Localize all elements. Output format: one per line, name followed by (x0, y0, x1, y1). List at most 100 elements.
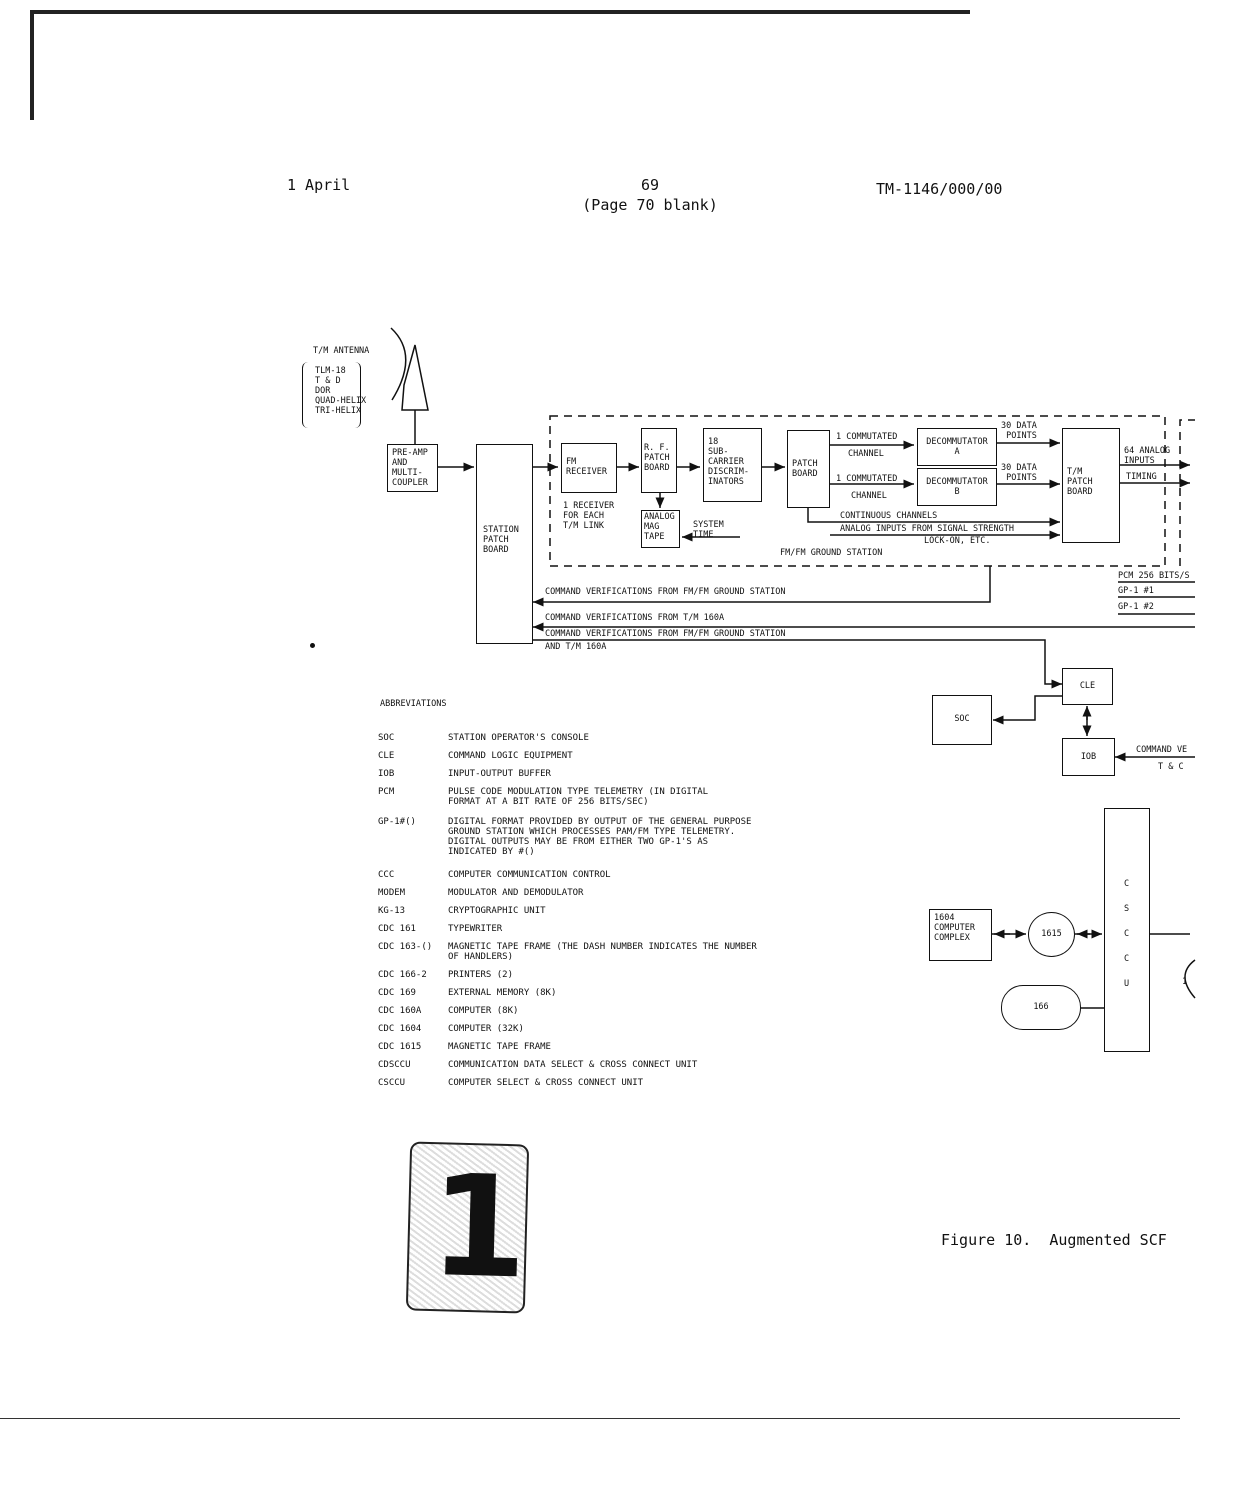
csccu-letter: U (1124, 979, 1130, 989)
abbr-row: CLE COMMAND LOGIC EQUIPMENT (378, 751, 808, 761)
abbr-code: CCC (378, 870, 395, 880)
csccu-letter: C (1124, 879, 1130, 889)
t-and-c-label: T & C (1158, 762, 1184, 772)
abbr-code: CDC 166-2 (378, 970, 427, 980)
decommutator-b-block: DECOMMUTATOR B (917, 468, 997, 506)
analog-64-label: 64 ANALOG INPUTS (1124, 446, 1171, 466)
antenna-brace (302, 362, 311, 428)
figure-caption: Figure 10. Augmented SCF (941, 1231, 1167, 1249)
system-time-label: SYSTEM TIME (693, 520, 724, 540)
decommutator-a-block: DECOMMUTATOR A (917, 428, 997, 466)
channel-label-1: CHANNEL (848, 449, 884, 459)
cle-block: CLE (1062, 668, 1113, 705)
abbr-def: COMPUTER COMMUNICATION CONTROL (448, 870, 611, 880)
sheet-number-stamp-digit: 1 (427, 1145, 530, 1311)
abbreviations-list: SOC STATION OPERATOR'S CONSOLE CLE COMMAND… (378, 733, 818, 1093)
abbr-row: CDSCCU COMMUNICATION DATA SELECT & CROSS … (378, 1060, 808, 1070)
abbr-code: PCM (378, 787, 395, 797)
abbr-def: COMMAND LOGIC EQUIPMENT (448, 751, 573, 761)
abbr-row: CDC 169 EXTERNAL MEMORY (8K) (378, 988, 808, 998)
cut-off-label: 1 (1182, 977, 1188, 987)
receiver-note: 1 RECEIVER FOR EACH T/M LINK (563, 501, 615, 531)
abbr-def: COMPUTER SELECT & CROSS CONNECT UNIT (448, 1078, 644, 1088)
abbreviations-heading: ABBREVIATIONS (380, 699, 447, 709)
abbr-def: EXTERNAL MEMORY (8K) (448, 988, 557, 998)
abbr-code: CLE (378, 751, 395, 761)
abbr-def: DIGITAL FORMAT PROVIDED BY OUTPUT OF THE… (448, 817, 752, 857)
abbr-code: CDC 161 (378, 924, 416, 934)
abbr-row: PCM PULSE CODE MODULATION TYPE TELEMETRY … (378, 787, 808, 807)
pcm-label: PCM 256 BITS/S (1118, 571, 1190, 581)
abbr-code: CDC 160A (378, 1006, 422, 1016)
soc-block: SOC (932, 695, 992, 745)
patch-board-block: PATCH BOARD (787, 430, 830, 508)
cmd-ver-both-label-1: COMMAND VERIFICATIONS FROM FM/FM GROUND … (545, 629, 786, 639)
abbr-code: CDSCCU (378, 1060, 411, 1070)
tape-1615-block: 1615 (1028, 912, 1075, 957)
abbr-code: KG-13 (378, 906, 406, 916)
abbr-row: MODEM MODULATOR AND DEMODULATOR (378, 888, 808, 898)
abbr-row: SOC STATION OPERATOR'S CONSOLE (378, 733, 808, 743)
sheet-number-stamp: 1 (405, 1141, 530, 1314)
header-date: 1 April (287, 176, 351, 194)
abbr-def: COMPUTER (8K) (448, 1006, 519, 1016)
abbr-def: PULSE CODE MODULATION TYPE TELEMETRY (IN… (448, 787, 709, 807)
abbr-code: SOC (378, 733, 395, 743)
data-points-label-1: 30 DATA POINTS (1001, 421, 1037, 441)
abbr-code: MODEM (378, 888, 406, 898)
bottom-rule (0, 1418, 1180, 1419)
abbr-code: CDC 1615 (378, 1042, 422, 1052)
commutated-label-2: 1 COMMUTATED (836, 474, 898, 484)
printer-166-block: 166 (1001, 985, 1081, 1030)
station-patch-board-block (476, 444, 533, 644)
analog-inputs-label: ANALOG INPUTS FROM SIGNAL STRENGTH (840, 524, 1014, 534)
antenna-type: QUAD-HELIX (315, 396, 367, 406)
abbr-def: INPUT-OUTPUT BUFFER (448, 769, 551, 779)
commutated-label-1: 1 COMMUTATED (836, 432, 898, 442)
abbr-row: GP-1#() DIGITAL FORMAT PROVIDED BY OUTPUT… (378, 817, 808, 857)
channel-label-2: CHANNEL (851, 491, 887, 501)
csccu-letter: S (1124, 904, 1130, 914)
antenna-type: TLM-18 (315, 366, 346, 376)
top-border-line (30, 10, 970, 14)
gp1-1-label: GP-1 #1 (1118, 586, 1154, 596)
abbr-code: CDC 1604 (378, 1024, 422, 1034)
abbr-row: CDC 1615 MAGNETIC TAPE FRAME (378, 1042, 808, 1052)
antenna-type-list: TLM-18 T & D DOR QUAD-HELIX TRI-HELIX (315, 366, 366, 416)
antenna-brace-right (352, 362, 361, 428)
abbr-row: CCC COMPUTER COMMUNICATION CONTROL (378, 870, 808, 880)
abbr-row: CDC 163-() MAGNETIC TAPE FRAME (THE DASH … (378, 942, 808, 962)
abbr-code: IOB (378, 769, 395, 779)
abbr-code: CDC 169 (378, 988, 416, 998)
antenna-type: T & D (315, 376, 341, 386)
antenna-title: T/M ANTENNA (313, 346, 370, 356)
abbr-def: STATION OPERATOR'S CONSOLE (448, 733, 589, 743)
abbr-def: MAGNETIC TAPE FRAME (448, 1042, 551, 1052)
abbr-code: CDC 163-() (378, 942, 433, 952)
abbr-def: PRINTERS (2) (448, 970, 514, 980)
abbr-def: CRYPTOGRAPHIC UNIT (448, 906, 546, 916)
continuous-channels-label: CONTINUOUS CHANNELS (840, 511, 938, 521)
abbr-row: CDC 1604 COMPUTER (32K) (378, 1024, 808, 1034)
preamp-multicoupler-block: PRE-AMP AND MULTI- COUPLER (387, 444, 438, 492)
ground-station-label: FM/FM GROUND STATION (780, 548, 883, 558)
abbr-row: CDC 160A COMPUTER (8K) (378, 1006, 808, 1016)
doc-id: TM-1146/000/00 (876, 180, 1003, 198)
page-number: 69 (640, 176, 660, 194)
abbr-def: COMPUTER (32K) (448, 1024, 524, 1034)
page-note: (Page 70 blank) (582, 196, 718, 214)
abbr-def: COMMUNICATION DATA SELECT & CROSS CONNEC… (448, 1060, 698, 1070)
station-patch-board-label: STATION PATCH BOARD (483, 525, 519, 555)
csccu-letter: C (1124, 954, 1130, 964)
abbr-def: MODULATOR AND DEMODULATOR (448, 888, 584, 898)
abbr-code: GP-1#() (378, 817, 416, 827)
fm-receiver-block: FM RECEIVER (561, 443, 617, 493)
abbr-def: MAGNETIC TAPE FRAME (THE DASH NUMBER IND… (448, 942, 757, 962)
iob-block: IOB (1062, 738, 1115, 776)
lockon-label: LOCK-ON, ETC. (924, 536, 991, 546)
abbr-row: KG-13 CRYPTOGRAPHIC UNIT (378, 906, 808, 916)
computer-complex-block: 1604 COMPUTER COMPLEX (929, 909, 992, 961)
